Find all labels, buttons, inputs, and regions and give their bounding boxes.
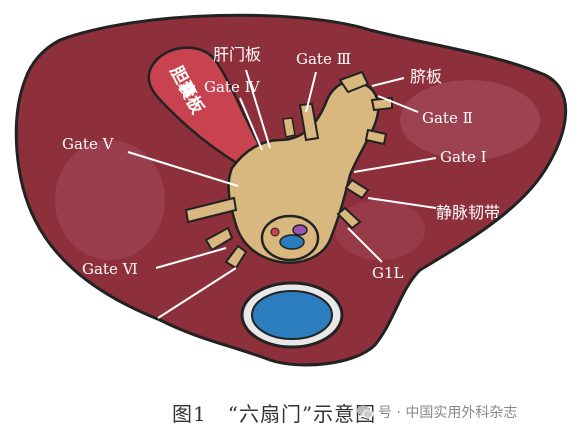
gate-vi-branch [204, 226, 234, 252]
g1l-branch [336, 206, 362, 230]
hepatic-artery-icon [292, 224, 308, 236]
leader-gate-v [127, 151, 239, 187]
leader-gate-vi [155, 247, 227, 269]
leader-g1c [157, 267, 237, 319]
watermark: 号 · 中国实用外科杂志 [356, 402, 517, 422]
label-g1l: G1L [372, 264, 404, 282]
watermark-text: 号 · 中国实用外科杂志 [378, 405, 518, 421]
ivc-lumen [251, 290, 333, 340]
liver-highlight-left [55, 140, 165, 260]
label-umbilical-plate: 脐板 [410, 67, 442, 86]
umbilical-branch [338, 70, 370, 94]
wechat-icon [356, 404, 374, 420]
label-g1c: G1c [126, 314, 156, 332]
label-gate-v: Gate Ⅴ [62, 135, 115, 153]
gate-iv-branch [282, 117, 296, 138]
label-gate-iv: Gate Ⅳ [204, 78, 261, 96]
figure-caption: 图1 “六扇门”示意图 [172, 402, 377, 426]
gate-i-branch [364, 128, 388, 146]
leader-hilar-plate [245, 69, 271, 149]
label-gate-i: Gate Ⅰ [440, 148, 487, 166]
leader-ligamentum [367, 197, 437, 209]
liver-highlight-right [400, 80, 540, 160]
label-gate-iii: Gate Ⅲ [296, 50, 351, 68]
leader-gate-iv [239, 97, 263, 151]
label-gate-vi: Gate Ⅵ [82, 260, 138, 278]
gate-v-branch [184, 196, 238, 224]
leader-g1l [347, 227, 383, 263]
g1c-branch [224, 244, 248, 270]
bile-duct-icon [270, 227, 280, 237]
label-gate-ii: Gate Ⅱ [422, 109, 473, 127]
portal-vein-icon [279, 234, 305, 250]
leader-gate-iii [305, 71, 317, 113]
liver-highlight-bottom [335, 200, 425, 260]
leader-gate-ii [377, 95, 419, 113]
label-hilar-plate: 肝门板 [213, 45, 261, 64]
leader-umbilical [371, 77, 405, 87]
leader-gate-i [353, 157, 437, 173]
venous-branch [344, 178, 370, 200]
label-ligamentum-venosum: 静脉韧带 [436, 203, 500, 222]
